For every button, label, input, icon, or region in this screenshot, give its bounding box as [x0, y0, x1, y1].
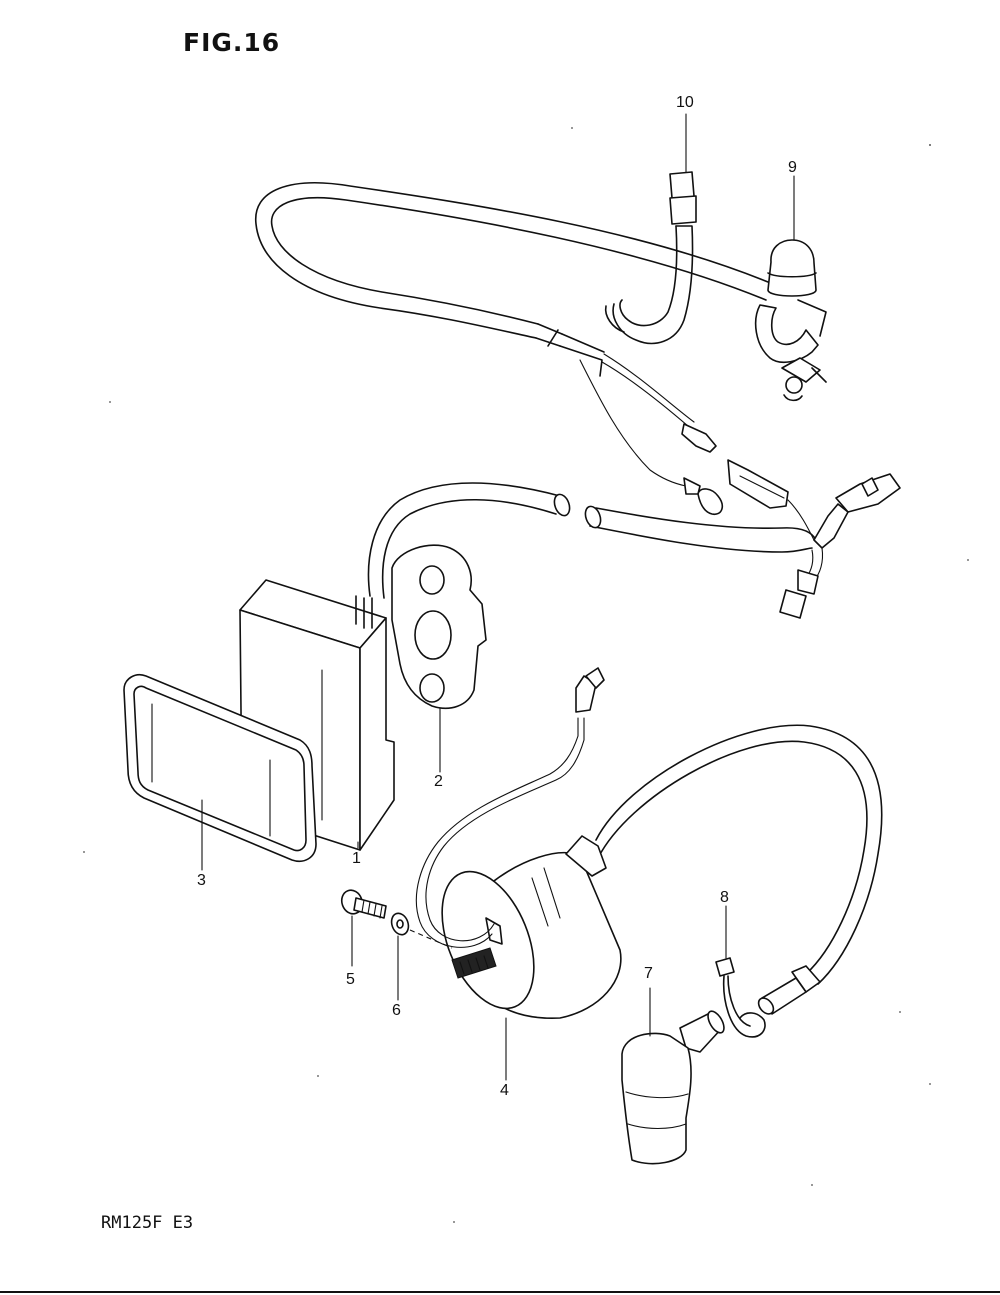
figure-title: FIG.16 [183, 28, 281, 57]
callout-9: 9 [788, 159, 797, 176]
callout-5: 5 [346, 971, 355, 988]
wire-band [604, 171, 697, 345]
bottom-border [0, 1291, 1000, 1293]
callout-10: 10 [676, 94, 694, 111]
callout-3: 3 [197, 872, 206, 889]
callout-7: 7 [644, 965, 653, 982]
cdi-unit [239, 579, 395, 851]
callout-6: 6 [392, 1002, 401, 1019]
cdi-gasket [391, 544, 487, 710]
callout-4: 4 [500, 1082, 509, 1099]
bolt [340, 889, 387, 919]
cord-clamp [715, 957, 766, 1038]
plug-cap [621, 1010, 725, 1165]
callout-8: 8 [720, 889, 729, 906]
callout-2: 2 [434, 773, 443, 790]
cdi-band [123, 674, 317, 862]
ignition-coil [415, 667, 883, 1019]
scan-specks [83, 127, 969, 1223]
stop-switch-harness [255, 182, 769, 516]
washer [390, 912, 453, 949]
callout-1: 1 [352, 850, 361, 867]
engine-stop-switch [754, 239, 827, 402]
cdi-harness [367, 459, 901, 619]
callout-leaders [201, 113, 795, 1081]
callout-labels: 1 2 3 4 5 6 7 8 9 10 [197, 94, 797, 1099]
model-code: RM125F E3 [101, 1213, 194, 1233]
